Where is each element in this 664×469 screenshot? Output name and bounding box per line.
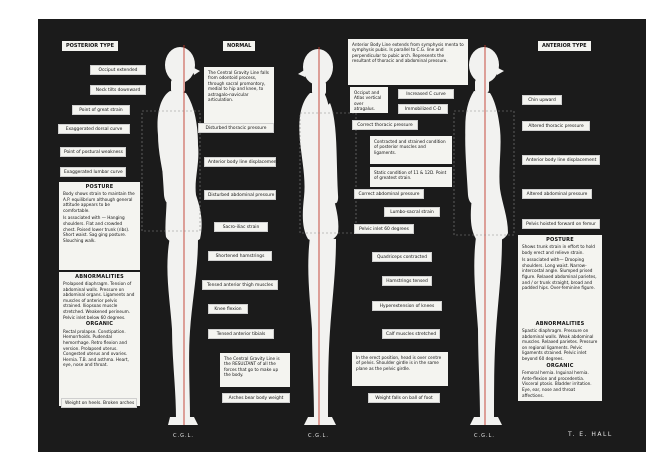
- label-disturbed-abdominal: Disturbed abdominal pressure: [204, 190, 276, 201]
- label-chin-upward: Chin upward: [522, 95, 562, 106]
- label-weight-heels: Weight on heels. Broken arches: [61, 398, 137, 409]
- label-anterior-displacement-2: Anterior body line displacement: [522, 155, 600, 166]
- label-hamstrings-tensed: Hamstrings tensed: [382, 276, 432, 287]
- label-increased-c: Increased C curve: [398, 89, 454, 100]
- anterior-type-heading: ANTERIOR TYPE: [538, 41, 591, 51]
- label-correct-thoracic: Correct thoracic pressure: [352, 120, 418, 131]
- label-exaggerated-lumbar: Exaggerated lumbar curve: [60, 167, 126, 178]
- label-hyperextension: Hyperextension of knees: [372, 301, 442, 312]
- posterior-org-body: Rectal prolapse. Constipation. Hemorrhoi…: [63, 328, 129, 368]
- label-tensed-tibials: Tensed anterior tibials: [208, 329, 274, 340]
- posterior-abnormalities-panel: ABNORMALITIES Prolapsed diaphragm. Tensi…: [59, 272, 140, 406]
- label-altered-abdominal: Altered abdominal pressure: [522, 189, 592, 200]
- anterior-abnormalities-panel: ABNORMALITIES Spastic diaphragm. Pressur…: [518, 319, 602, 401]
- label-sacro-iliac: Sacro-iliac strain: [214, 222, 268, 233]
- label-contracted-strained: Contracted and strained condition of pos…: [370, 136, 452, 164]
- label-pelvic-inlet: Pelvic inlet 60 degrees: [354, 224, 414, 235]
- anterior-figure: [465, 47, 508, 425]
- label-tensed-thigh: Tensed anterior thigh muscles: [202, 280, 278, 291]
- label-disturbed-thoracic: Disturbed thoracic pressure: [198, 123, 274, 134]
- cgl-resultant: The Central Gravity Line is the RESULTAN…: [220, 353, 290, 387]
- normal-figure: [298, 49, 339, 425]
- cgl-label-anterior: C.G.L.: [474, 433, 495, 439]
- posterior-abn-title: ABNORMALITIES: [75, 273, 124, 280]
- label-occiput-extended: Occiput extended: [90, 65, 146, 76]
- label-altered-thoracic: Altered thoracic pressure: [522, 121, 590, 132]
- normal-heading: NORMAL: [223, 41, 256, 51]
- posterior-type-heading: POSTERIOR TYPE: [62, 41, 119, 51]
- label-weight-ball: Weight falls on ball of foot: [368, 393, 440, 404]
- cgl-label-posterior: C.G.L.: [173, 433, 194, 439]
- anterior-org-title: ORGANIC: [546, 362, 574, 369]
- label-shortened-hamstrings: Shortened hamstrings: [208, 251, 272, 262]
- posture-chart: POSTERIOR TYPE NORMAL ANTERIOR TYPE Occi…: [38, 19, 646, 452]
- posterior-abn-body: Prolapsed diaphragm. Tension of abdomina…: [63, 281, 135, 320]
- label-static-condition: Static condition of 11 & 12D. Point of g…: [370, 167, 452, 187]
- label-exaggerated-dorsal: Exaggerated dorsal curve: [58, 124, 130, 135]
- label-neck-tilts: Neck tilts downward: [90, 85, 146, 96]
- label-calf-stretched: Calf muscles stretched: [382, 329, 440, 340]
- posterior-org-title: ORGANIC: [85, 321, 114, 328]
- posterior-posture-panel: POSTURE Body shows strain to maintain th…: [59, 182, 140, 270]
- label-correct-abdominal: Correct abdominal pressure: [354, 189, 424, 200]
- cgl-description: The Central Gravity Line falls from odon…: [204, 67, 274, 123]
- posterior-posture-title: POSTURE: [85, 183, 114, 190]
- figures-layer: [141, 45, 515, 425]
- author-signature: T. E. HALL: [568, 431, 613, 438]
- anterior-posture-title: POSTURE: [546, 236, 574, 243]
- anterior-posture-body: Shows trunk strain in effort to hold bod…: [522, 244, 595, 255]
- label-quadriceps: Quadriceps contracted: [372, 252, 432, 263]
- label-arches-weight: Arches bear body weight: [222, 393, 290, 404]
- label-knee-flexion: Knee flexion: [208, 304, 248, 315]
- anterior-associated: Is associated with— Drooping shoulders. …: [522, 257, 597, 291]
- label-postural-weakness: Point of postural weakness: [60, 147, 126, 158]
- posterior-posture-body: Body shows strain to maintain the A.P. e…: [63, 191, 135, 213]
- label-pelvis-hoisted: Pelvis hoisted forward on femur: [522, 219, 600, 230]
- label-point-great-strain: Point of great strain: [72, 105, 130, 116]
- label-anterior-displacement: Anterior body line displacement: [204, 157, 278, 168]
- normal-trunk-outline: [299, 112, 357, 234]
- anterior-org-body: Femoral hernia. Inguinal hernia. Ante-fl…: [522, 370, 592, 398]
- cgl-label-normal: C.G.L.: [308, 433, 329, 439]
- label-lumbo-sacral: Lumbo-sacral strain: [384, 207, 440, 218]
- abl-description: Anterior Body Line extends from symphysi…: [348, 39, 468, 85]
- label-occiput-atlas: Occiput and Atlas vertical over atragalu…: [350, 87, 388, 113]
- anterior-abn-title: ABNORMALITIES: [535, 320, 585, 327]
- posterior-trunk-outline: [141, 110, 201, 232]
- erect-position-note: In the erect position, head is over cent…: [352, 352, 448, 386]
- anterior-posture-panel: POSTURE Shows trunk strain in effort to …: [518, 235, 602, 319]
- posterior-associated: Is associated with — Hanging shoulders. …: [63, 215, 130, 243]
- label-immobilized: Immobilized C-D: [398, 104, 448, 115]
- anterior-abn-body: Spastic diaphragm. Pressure on abdominal…: [522, 328, 598, 362]
- anterior-trunk-outline: [453, 110, 515, 236]
- posterior-figure: [157, 47, 202, 425]
